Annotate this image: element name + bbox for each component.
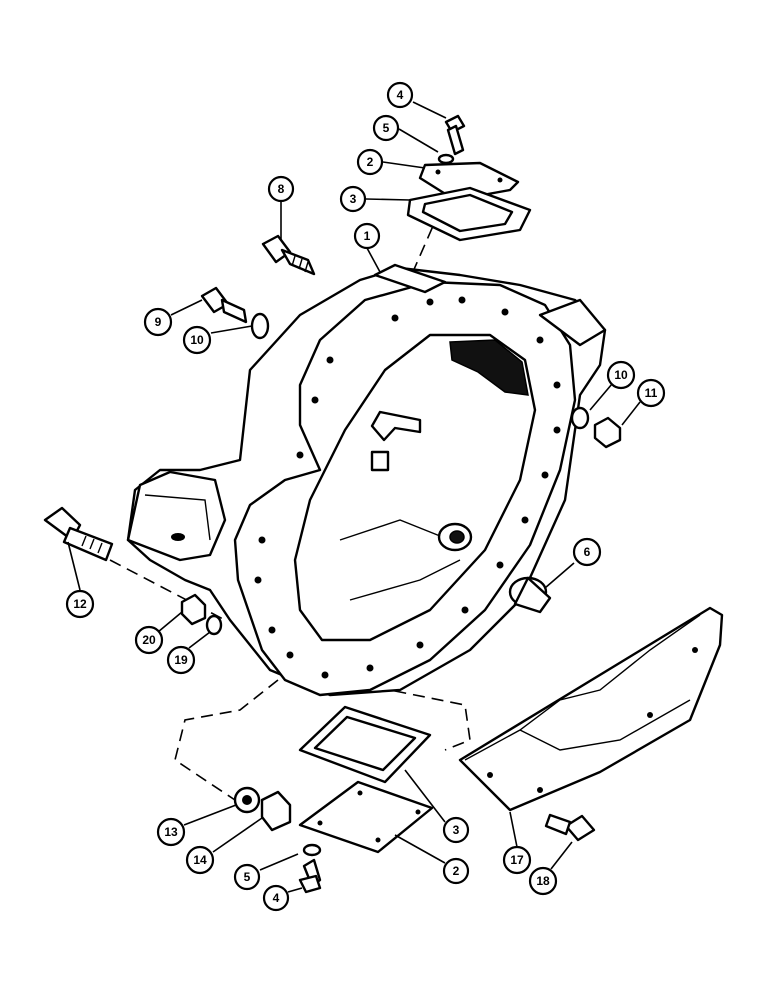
svg-text:9: 9 xyxy=(155,315,162,329)
svg-text:3: 3 xyxy=(453,823,460,837)
callout-5-bottom: 5 xyxy=(233,863,261,891)
bottom-washer xyxy=(302,843,322,857)
flange-holes xyxy=(254,296,561,679)
top-cover-plate xyxy=(418,161,520,202)
callout-20: 20 xyxy=(134,625,164,655)
callout-12: 12 xyxy=(65,589,95,619)
svg-text:5: 5 xyxy=(244,870,251,884)
svg-text:3: 3 xyxy=(350,192,357,206)
callout-8: 8 xyxy=(267,175,295,203)
callout-2-bottom: 2 xyxy=(442,857,470,885)
washer-19 xyxy=(205,614,223,636)
top-gasket xyxy=(406,186,532,242)
callout-10-left: 10 xyxy=(182,325,212,355)
svg-text:12: 12 xyxy=(73,597,87,611)
bottom-cover-plate xyxy=(298,780,434,854)
top-bolt xyxy=(444,114,466,156)
bolt-18 xyxy=(544,813,596,842)
svg-text:11: 11 xyxy=(645,386,658,400)
nut-20 xyxy=(180,593,207,626)
callout-5-top: 5 xyxy=(372,114,400,142)
callout-4-top: 4 xyxy=(386,81,414,109)
callouts: 4 5 2 3 8 1 9 10 10 11 6 12 20 19 3 xyxy=(65,81,666,912)
svg-text:14: 14 xyxy=(193,853,207,867)
callout-1: 1 xyxy=(353,222,381,250)
nut-11 xyxy=(593,416,622,449)
callout-10-right: 10 xyxy=(606,360,636,390)
callout-11: 11 xyxy=(636,378,666,408)
svg-text:5: 5 xyxy=(383,121,390,135)
callout-13: 13 xyxy=(156,817,186,847)
svg-text:4: 4 xyxy=(273,891,280,905)
callout-2-top: 2 xyxy=(356,148,384,176)
svg-text:10: 10 xyxy=(190,333,204,347)
bottom-bolt xyxy=(298,858,322,894)
svg-text:19: 19 xyxy=(174,653,188,667)
callout-17: 17 xyxy=(502,845,532,875)
bolt-8 xyxy=(261,234,316,276)
svg-text:2: 2 xyxy=(453,864,460,878)
svg-text:2: 2 xyxy=(367,155,374,169)
callout-14: 14 xyxy=(185,845,215,875)
svg-text:10: 10 xyxy=(614,368,628,382)
plug-6 xyxy=(508,576,552,614)
callout-3-bottom: 3 xyxy=(442,816,470,844)
washer-10-right xyxy=(570,406,590,430)
bottom-gasket xyxy=(298,705,432,784)
callout-18: 18 xyxy=(528,866,558,896)
callout-3-top: 3 xyxy=(339,185,367,213)
svg-text:6: 6 xyxy=(584,545,591,559)
leader-lines xyxy=(67,101,641,893)
top-washer xyxy=(437,153,455,165)
svg-text:17: 17 xyxy=(510,853,524,867)
side-shield-17 xyxy=(458,606,724,812)
svg-text:8: 8 xyxy=(278,182,285,196)
svg-text:4: 4 xyxy=(397,88,404,102)
callout-19: 19 xyxy=(166,645,196,675)
flywheel-housing xyxy=(126,263,607,697)
callout-9: 9 xyxy=(143,307,173,337)
svg-text:13: 13 xyxy=(164,825,178,839)
callout-6: 6 xyxy=(572,537,602,567)
svg-text:20: 20 xyxy=(142,633,156,647)
washer-10-left xyxy=(250,312,270,340)
svg-text:18: 18 xyxy=(536,874,550,888)
bolt-9 xyxy=(200,286,248,324)
callout-4-bottom: 4 xyxy=(262,884,290,912)
nut-14 xyxy=(260,790,292,832)
stud-12 xyxy=(43,506,114,562)
svg-text:1: 1 xyxy=(364,229,371,243)
